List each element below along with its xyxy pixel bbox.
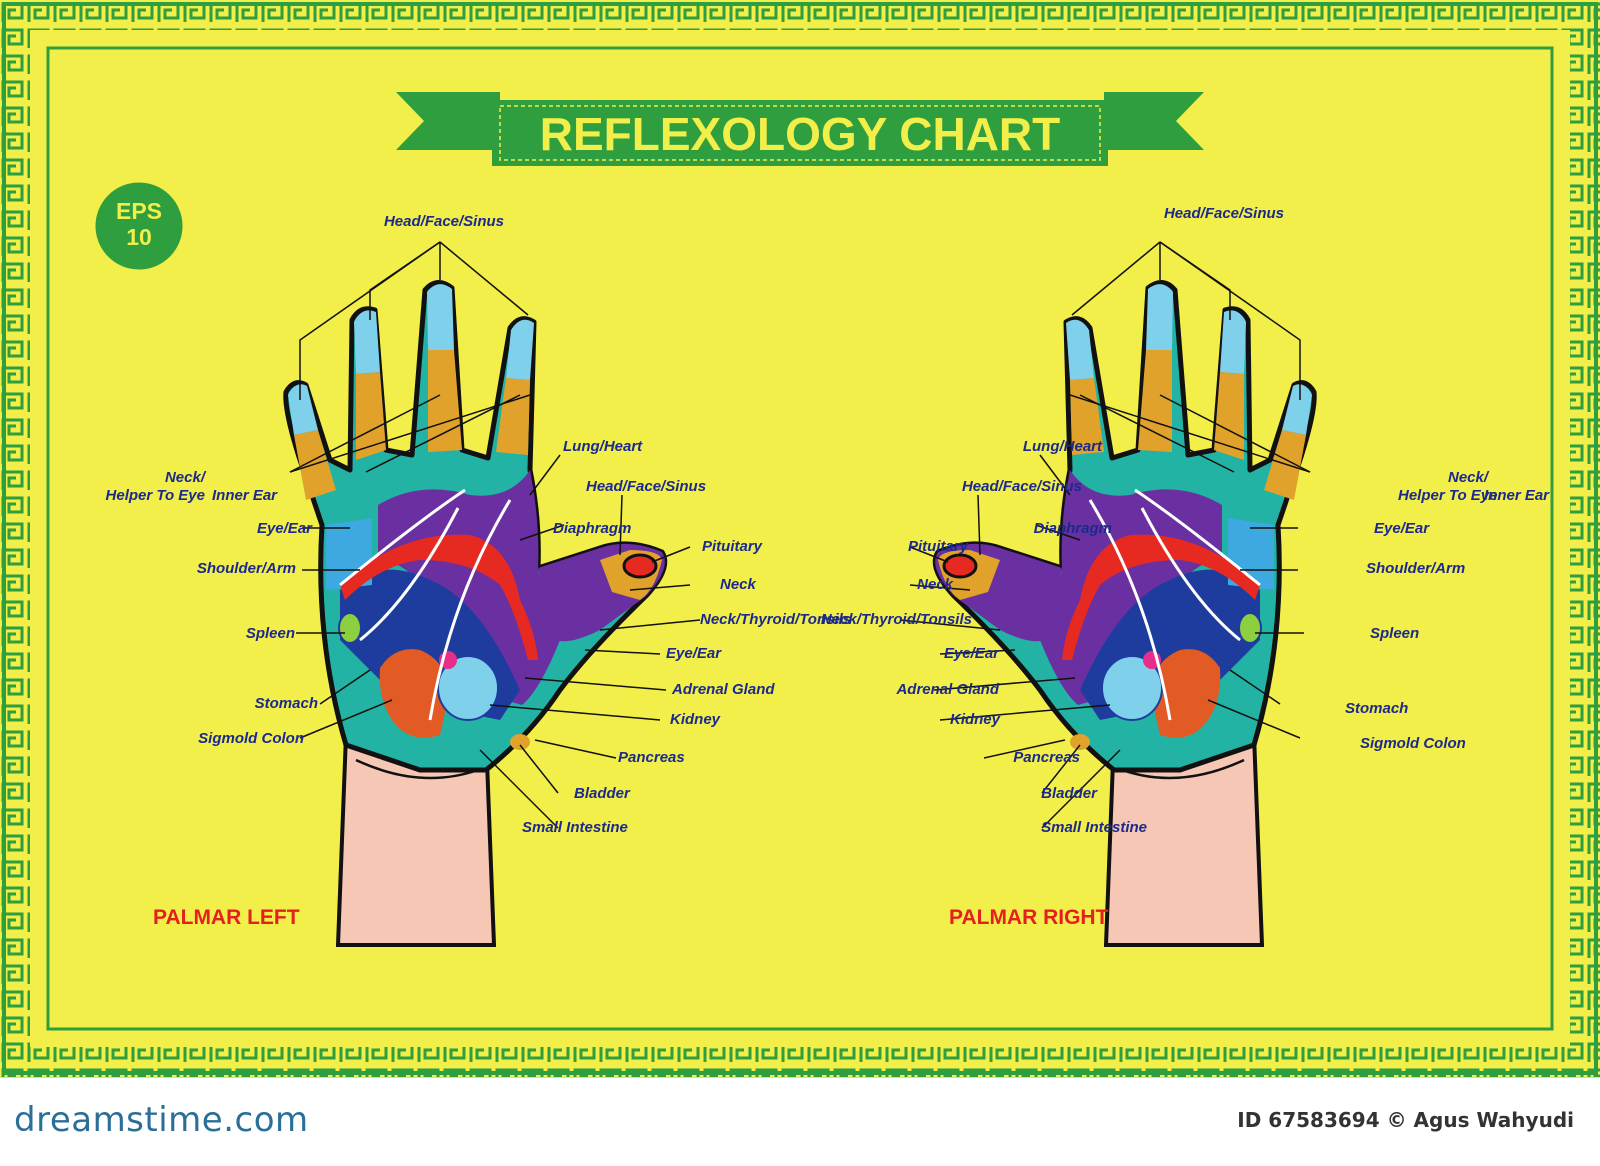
right-label-eye-ear2: Eye/Ear: [944, 645, 1000, 662]
meander-border: [0, 0, 1600, 1091]
left-label-head-thumb: Head/Face/Sinus: [586, 478, 706, 495]
right-label-spleen: Spleen: [1370, 625, 1419, 642]
right-labels: Head/Face/Sinus Neck/ Helper To Eye Inne…: [821, 205, 1550, 929]
left-label-inner-ear: Inner Ear: [212, 487, 278, 504]
eps-badge-line2: 10: [126, 224, 152, 250]
right-label-diaphragm: Diaphragm: [1034, 520, 1112, 537]
footer-credit: ID 67583694 © Agus Wahyudi: [1237, 1108, 1574, 1132]
footer-brand[interactable]: dreamstime.com: [14, 1100, 309, 1140]
right-label-stomach: Stomach: [1345, 700, 1408, 717]
eps-badge: EPS 10: [92, 179, 186, 273]
left-label-head-top: Head/Face/Sinus: [384, 213, 504, 230]
left-label-pituitary: Pituitary: [702, 538, 763, 555]
left-label-eye-ear: Eye/Ear: [257, 520, 313, 537]
left-label-bladder: Bladder: [574, 785, 631, 802]
left-label-adrenal-gland: Adrenal Gland: [671, 681, 775, 698]
title-ribbon: REFLEXOLOGY CHART: [396, 92, 1204, 166]
right-label-kidney: Kidney: [950, 711, 1001, 728]
right-label-adrenal-gland: Adrenal Gland: [895, 681, 999, 698]
footer-bar: dreamstime.com ID 67583694 © Agus Wahyud…: [0, 1077, 1600, 1166]
left-label-pancreas: Pancreas: [618, 749, 685, 766]
right-label-pituitary: Pituitary: [908, 538, 969, 555]
right-label-lung-heart: Lung/Heart: [1023, 438, 1103, 455]
right-caption: PALMAR RIGHT: [949, 906, 1109, 929]
right-leader-lines: [899, 241, 1311, 829]
left-leader-lines: [289, 241, 701, 829]
right-label-eye-ear: Eye/Ear: [1374, 520, 1430, 537]
left-label-sigmoid-colon: Sigmold Colon: [198, 730, 304, 747]
right-label-neck: Neck/: [1448, 469, 1490, 486]
right-label-shoulder-arm: Shoulder/Arm: [1366, 560, 1465, 577]
right-label-head-top: Head/Face/Sinus: [1164, 205, 1284, 222]
left-label-shoulder-arm: Shoulder/Arm: [197, 560, 296, 577]
left-label-neck-thyroid-tonsils: Neck/Thyroid/Tonsils: [700, 611, 851, 628]
left-caption: PALMAR LEFT: [153, 906, 300, 929]
left-labels: Head/Face/Sinus Neck/ Helper To Eye Inne…: [106, 213, 852, 929]
chart-title: REFLEXOLOGY CHART: [540, 108, 1061, 160]
left-label-eye-ear2: Eye/Ear: [666, 645, 722, 662]
right-label-sigmoid-colon: Sigmold Colon: [1360, 735, 1466, 752]
left-label-lung-heart: Lung/Heart: [563, 438, 643, 455]
left-label-stomach: Stomach: [255, 695, 318, 712]
left-label-small-intestine: Small Intestine: [522, 819, 628, 836]
right-label-head-thumb: Head/Face/Sinus: [962, 478, 1082, 495]
left-label-neck: Neck/: [165, 469, 207, 486]
right-label-pancreas: Pancreas: [1013, 749, 1080, 766]
right-label-inner-ear: Inner Ear: [1484, 487, 1550, 504]
right-label-neck-thyroid-tonsils: Neck/Thyroid/Tonsils: [821, 611, 972, 628]
outer-frame: [2, 2, 1598, 1075]
right-label-neck2: Neck: [917, 576, 954, 593]
background: [0, 0, 1600, 1077]
chart-canvas: REFLEXOLOGY CHART EPS 10: [0, 0, 1600, 1091]
left-label-diaphragm: Diaphragm: [553, 520, 631, 537]
right-label-bladder: Bladder: [1041, 785, 1098, 802]
right-label-small-intestine: Small Intestine: [1041, 819, 1147, 836]
eps-badge-line1: EPS: [116, 198, 162, 224]
right-label-helper-to-eye: Helper To Eye: [1398, 487, 1497, 504]
left-label-spleen: Spleen: [246, 625, 295, 642]
inner-frame: [46, 46, 1554, 1031]
left-label-neck2: Neck: [720, 576, 757, 593]
left-label-kidney: Kidney: [670, 711, 721, 728]
left-label-helper-to-eye: Helper To Eye: [106, 487, 205, 504]
